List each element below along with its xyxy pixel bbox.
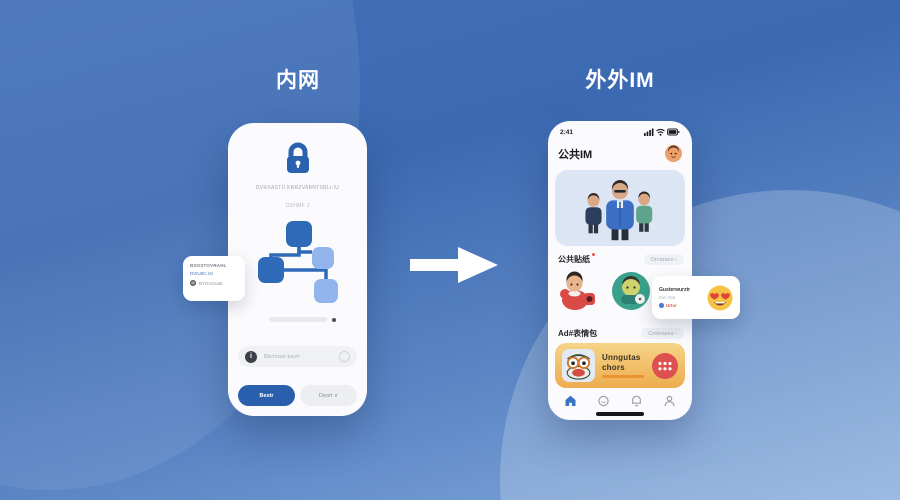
secondary-dropdown-button[interactable]: Deort ∨ — [300, 385, 357, 406]
lock-subcaption: OSHMF J — [285, 203, 310, 209]
progress-dot — [331, 317, 336, 322]
stickers-more-button[interactable]: Orvarano › — [643, 254, 684, 265]
heart-eyes-emoji-icon — [707, 285, 733, 310]
app-title: 公共IM — [558, 148, 593, 161]
grid-menu-button[interactable] — [652, 352, 678, 379]
banner-line2: chors — [602, 362, 625, 372]
stickers-row — [558, 270, 651, 312]
sticker-pack-banner[interactable]: Unngutas chors — [555, 343, 685, 388]
intranet-phone-mockup: DVRXASTU KBRZVABNTSBLI-IU OSHMF J i Best… — [228, 123, 367, 416]
right-column-title: 外外IM — [585, 69, 655, 92]
at-icon: @ — [190, 280, 196, 286]
flow-node-top — [285, 221, 312, 247]
avatar[interactable] — [665, 145, 682, 162]
emoji-packs-more-button[interactable]: Ceterazea › — [641, 328, 684, 339]
emoji-card-subtitle: Kim Gjö — [659, 295, 676, 300]
flow-node-left — [257, 257, 284, 283]
transform-arrow-icon — [410, 247, 498, 283]
emoji-card-title: Gusterwurztr — [659, 287, 691, 293]
notification-meta: BYGVGuab — [199, 280, 223, 286]
notification-link: DVIUIIC.rst — [190, 271, 213, 276]
section-row-stickers: 公共贴纸 Orvarano › — [558, 253, 684, 265]
home-indicator[interactable] — [596, 412, 644, 416]
status-icons — [644, 128, 680, 136]
frog-sticker-tile — [562, 349, 595, 382]
bell-icon — [632, 395, 641, 407]
banner-line1: Unngutas — [602, 352, 641, 362]
home-icon — [565, 395, 576, 406]
people-illustration — [585, 179, 653, 241]
app-header: 公共IM — [548, 145, 692, 162]
notification-meta-row: @ BYGVGuab — [190, 280, 238, 286]
tab-profile[interactable] — [663, 395, 676, 407]
emoji-card-text: Gusterwurztr Kim Gjö Urtsr — [659, 287, 707, 308]
progress-bar — [268, 317, 336, 322]
tab-notifications[interactable] — [630, 395, 643, 407]
status-bar: 2:41 — [548, 128, 692, 136]
login-button-row: Bestr Deort ∨ — [238, 385, 357, 406]
banner-text: Unngutas chors — [602, 352, 652, 379]
person-icon — [664, 395, 675, 407]
im-app-phone-mockup: 2:41 — [548, 121, 692, 420]
credential-input[interactable] — [262, 352, 339, 361]
signal-icon — [644, 128, 654, 136]
tab-bar — [548, 395, 692, 407]
emoji-card-tag-row: Urtsr — [659, 303, 707, 308]
credential-input-wrap: i — [238, 346, 357, 367]
tab-home[interactable] — [564, 395, 577, 407]
section-title-emoji-packs-label: Ad#表情包 — [558, 329, 598, 338]
frog-meme-icon — [566, 354, 591, 380]
notification-card[interactable]: BSOSTOVRAHL DVIUIIC.rst @ BYGVGuab — [183, 256, 245, 301]
banner-underline — [602, 374, 644, 379]
avatar-face — [665, 145, 682, 162]
flow-node-right — [311, 247, 334, 269]
emoji-card-tag: Urtsr — [666, 303, 677, 308]
wifi-icon — [656, 128, 665, 136]
emoji-reaction-card[interactable]: Gusterwurztr Kim Gjö Urtsr — [652, 276, 740, 319]
lock-icon — [286, 142, 309, 173]
info-icon: i — [245, 350, 257, 363]
section-title-stickers: 公共贴纸 — [558, 253, 595, 265]
sticker-teal-character[interactable] — [611, 271, 651, 311]
grid-dots-icon — [658, 361, 672, 370]
flow-node-bottom — [313, 279, 338, 303]
chat-smiley-icon — [598, 395, 609, 407]
new-badge-dot — [592, 253, 595, 256]
group-hero-card[interactable] — [555, 170, 685, 246]
notification-title: BSOSTOVRAHL — [190, 263, 227, 268]
blue-dot-icon — [659, 303, 664, 308]
section-row-emoji-packs: Ad#表情包 Ceterazea › — [558, 328, 684, 339]
section-title-emoji-packs: Ad#表情包 — [558, 328, 597, 339]
left-column-title: 内网 — [276, 69, 320, 92]
tab-chat[interactable] — [597, 395, 610, 407]
section-title-stickers-label: 公共贴纸 — [558, 255, 590, 264]
lock-caption: DVRXASTU KBRZVABNTSBLI-IU — [255, 185, 340, 191]
radio-circle-icon[interactable] — [339, 351, 350, 362]
battery-icon — [667, 128, 680, 136]
sticker-boy-red[interactable] — [558, 270, 600, 312]
status-time: 2:41 — [560, 128, 574, 136]
network-flowchart-diagram — [257, 221, 338, 303]
primary-button[interactable]: Bestr — [238, 385, 295, 406]
